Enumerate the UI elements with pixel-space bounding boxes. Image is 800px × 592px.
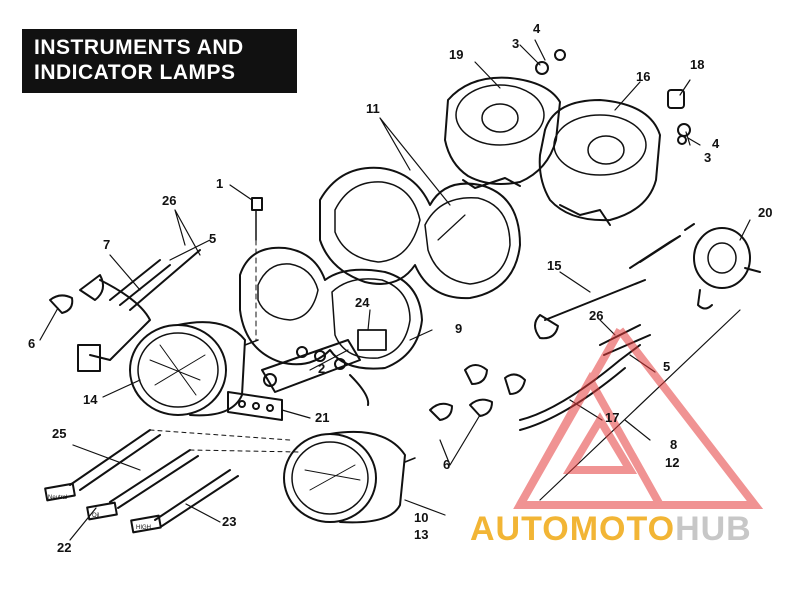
callout-4-top: 4 xyxy=(533,21,541,36)
callout-18: 18 xyxy=(690,57,705,72)
callout-7: 7 xyxy=(103,237,111,252)
callout-22: 22 xyxy=(57,540,72,555)
callout-15: 15 xyxy=(547,258,562,273)
callout-4-right: 4 xyxy=(712,136,720,151)
speedometer xyxy=(283,430,416,524)
lamp-bracket xyxy=(261,339,370,406)
callout-2: 2 xyxy=(318,361,326,376)
callout-3-top: 3 xyxy=(512,36,520,51)
callout-9: 9 xyxy=(455,321,463,336)
watermark-text: AUTOMOTOHUB xyxy=(470,510,752,548)
callout-26-left: 26 xyxy=(162,193,177,208)
speedometer-drive xyxy=(693,227,761,310)
gauge-cup-left xyxy=(444,76,561,189)
title-line-2: INDICATOR LAMPS xyxy=(34,61,236,84)
indicator-lamp-window xyxy=(357,329,387,351)
speedometer-cable xyxy=(534,223,695,340)
callout-26-right: 26 xyxy=(589,308,604,323)
callout-6-left: 6 xyxy=(28,336,36,351)
callout-17: 17 xyxy=(605,410,620,425)
callout-20: 20 xyxy=(758,205,773,220)
callout-5-right: 5 xyxy=(663,359,671,374)
callout-13: 13 xyxy=(414,527,429,542)
twin-gauge-housing xyxy=(319,166,521,300)
small-fasteners xyxy=(535,49,691,145)
lamp-label-high: HIGH xyxy=(136,525,151,531)
bezel-ring xyxy=(239,246,423,370)
callout-10: 10 xyxy=(414,510,429,525)
wiring-harness-left xyxy=(49,249,201,372)
screw xyxy=(251,197,263,341)
watermark-part2: HUB xyxy=(675,510,752,548)
callout-14: 14 xyxy=(83,392,98,407)
indicator-wires xyxy=(44,429,301,534)
callout-1: 1 xyxy=(216,176,224,191)
callout-23: 23 xyxy=(222,514,237,529)
title-line-1: INSTRUMENTS AND xyxy=(34,36,244,59)
callout-8: 8 xyxy=(670,437,678,452)
diagram-title: INSTRUMENTS AND INDICATOR LAMPS xyxy=(22,29,297,93)
gauge-cup-right xyxy=(538,99,661,226)
watermark-part1: AUTOMOTO xyxy=(470,510,676,548)
callout-19: 19 xyxy=(449,47,464,62)
callout-3-right: 3 xyxy=(704,150,712,165)
callout-12: 12 xyxy=(665,455,680,470)
callout-5-left: 5 xyxy=(209,231,217,246)
lamp-label-oil: Oil xyxy=(92,513,100,519)
indicator-plate xyxy=(227,391,283,421)
callout-24: 24 xyxy=(355,295,370,310)
watermark-triangle-logo xyxy=(513,327,764,509)
tachometer xyxy=(129,321,259,417)
callout-21: 21 xyxy=(315,410,330,425)
lamp-label-neutral: Neutral xyxy=(48,495,68,501)
callout-11: 11 xyxy=(366,101,380,116)
leader-lines xyxy=(39,39,751,541)
callout-25: 25 xyxy=(52,426,67,441)
callout-16: 16 xyxy=(636,69,651,84)
callout-6-right: 6 xyxy=(443,457,451,472)
